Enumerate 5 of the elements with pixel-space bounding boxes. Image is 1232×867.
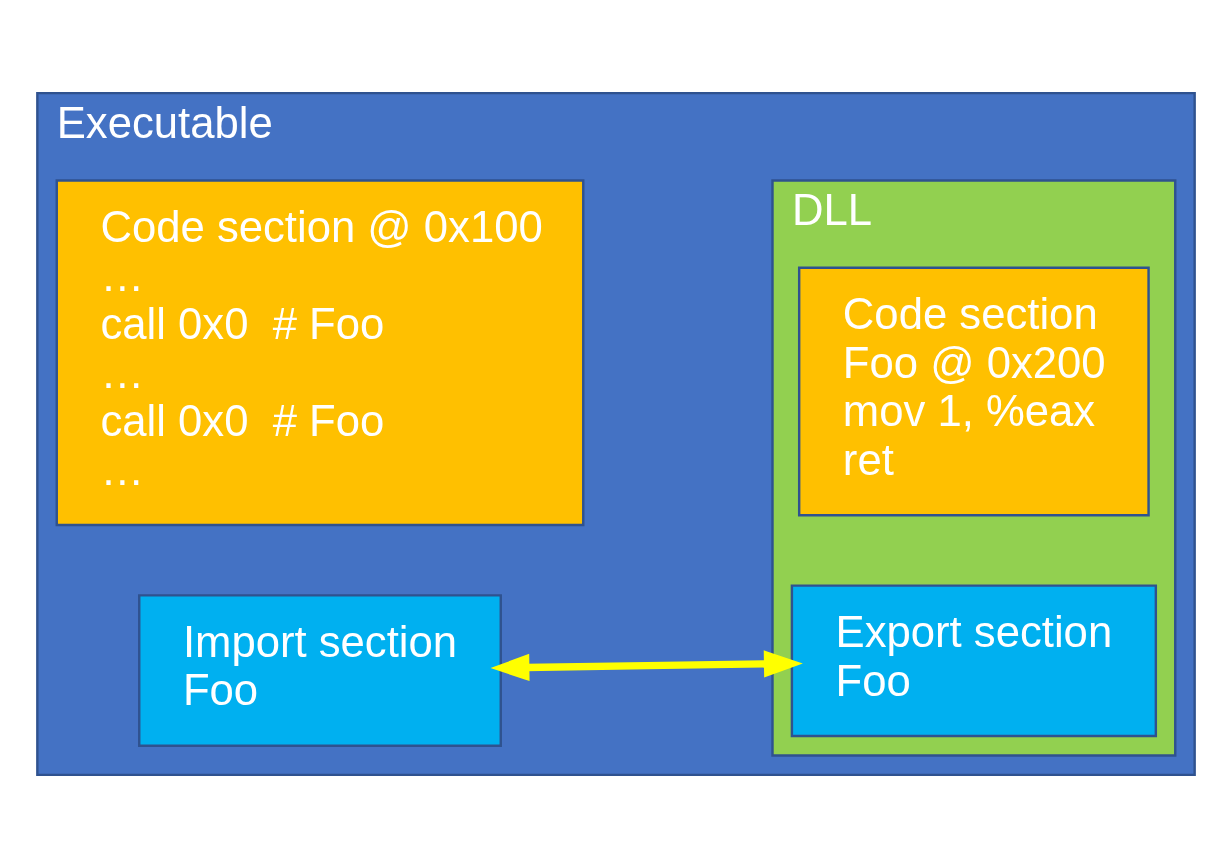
node-box: Export section Foo bbox=[790, 583, 1158, 737]
node-box: Code section Foo @ 0x200 mov 1, %eax ret bbox=[797, 266, 1150, 516]
node-box: Import section Foo bbox=[138, 593, 502, 747]
node-box: Code section @ 0x100 … call 0x0 # Foo … call 0x0 # Foo … bbox=[55, 178, 585, 526]
arrow bbox=[490, 649, 803, 681]
